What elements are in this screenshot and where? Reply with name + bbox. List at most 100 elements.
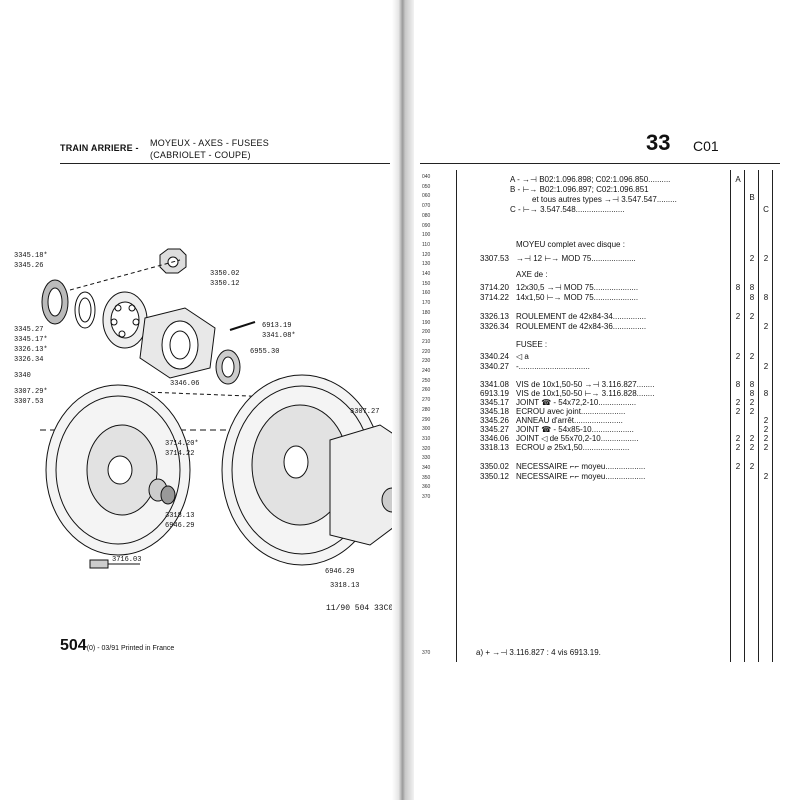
col-header-b: B [749, 193, 755, 202]
part-description: NECESSAIRE ⌐⌐ moyeu.................. [516, 472, 646, 481]
col-divider-c [758, 170, 759, 662]
header-rule-left [60, 163, 390, 164]
col-divider-a [730, 170, 731, 662]
part-description: JOINT ◁ de 55x70,2-10................. [516, 434, 639, 443]
group-heading: AXE de : [516, 270, 548, 279]
quantity-cell: 2 [763, 416, 769, 425]
quantity-cell: 8 [749, 293, 755, 302]
label-3345-26: 3345.26 [14, 262, 44, 270]
part-code: 3345.26 [480, 416, 509, 425]
quantity-cell: 2 [749, 434, 755, 443]
exploded-diagram [40, 248, 398, 569]
quantity-cell: 8 [749, 380, 755, 389]
row-number: 060 [422, 193, 431, 200]
label-3714-20: 3714.20* [165, 440, 199, 448]
quantity-cell: 2 [735, 434, 741, 443]
label-6955-30: 6955.30 [250, 348, 280, 356]
quantity-cell: 2 [763, 425, 769, 434]
label-3326-13: 3326.13* [14, 346, 48, 354]
row-number: 350 [422, 474, 431, 481]
label-3307-53: 3307.53 [14, 398, 44, 406]
quantity-cell: 8 [749, 389, 755, 398]
quantity-cell: 2 [749, 312, 755, 321]
quantity-cell: 8 [763, 293, 769, 302]
row-number: 050 [422, 183, 431, 190]
quantity-cell: 2 [763, 322, 769, 331]
row-number: 300 [422, 426, 431, 433]
legend-c: C - ⊢→ 3.547.548...................... [510, 205, 625, 214]
label-3345-17: 3345.17* [14, 336, 48, 344]
page-footer: 504(0) - 03/91 Printed in France [60, 637, 174, 655]
row-number: 110 [422, 241, 430, 248]
label-3350-12: 3350.12 [210, 280, 240, 288]
row-number: 140 [422, 271, 431, 277]
col-header-a: A [735, 175, 741, 184]
footer-number: 504 [60, 637, 87, 654]
part-description: NECESSAIRE ⌐⌐ moyeu.................. [516, 462, 646, 471]
quantity-cell: 2 [735, 312, 741, 321]
subtitle-line1: MOYEUX - AXES - FUSEES [150, 138, 269, 148]
part-description: ROULEMENT de 42x84-36............... [516, 322, 647, 331]
row-number: 280 [422, 406, 431, 413]
group-heading: FUSEE : [516, 340, 548, 349]
quantity-cell: 2 [763, 443, 769, 452]
row-number: 240 [422, 368, 431, 374]
label-3318-13-b: 3318.13 [330, 582, 360, 590]
quantity-cell: 2 [749, 462, 755, 471]
quantity-cell: 2 [763, 254, 769, 263]
col-divider-b [744, 170, 745, 662]
label-3346-06: 3346.06 [170, 380, 200, 388]
label-3340: 3340 [14, 372, 31, 380]
row-number: 100 [422, 232, 431, 239]
page-number: 33 [646, 130, 671, 155]
legend-b-cont: et tous autres types →⊣ 3.547.547.......… [532, 195, 677, 204]
row-number: 230 [422, 358, 431, 365]
part-code: 3350.02 [480, 462, 509, 471]
quantity-cell: 8 [735, 380, 741, 389]
part-description: VIS de 10x1,50-50 ⊢→ 3.116.828........ [516, 389, 655, 398]
legend-a: A - →⊣ B02:1.096.898; C02:1.096.850.....… [510, 175, 671, 184]
quantity-cell: 2 [735, 462, 741, 471]
row-number: 290 [422, 416, 431, 423]
part-description: ◁ a [516, 352, 529, 361]
footnote-row-number: 370 [422, 650, 431, 656]
row-number: 160 [422, 290, 431, 297]
part-code: 3318.13 [480, 443, 509, 452]
left-page: TRAIN ARRIERE - MOYEUX - AXES - FUSEES (… [0, 0, 398, 800]
part-description: ECROU ⌀ 25x1,50..................... [516, 443, 630, 452]
label-3714-22: 3714.22 [165, 450, 195, 458]
label-3350-02: 3350.02 [210, 270, 240, 278]
book-gutter [392, 0, 414, 800]
right-brake-disc [221, 374, 398, 566]
part-description: ROULEMENT de 42x84-34............... [516, 312, 647, 321]
label-3345-18: 3345.18* [14, 252, 48, 260]
part-description: -................................ [516, 362, 590, 371]
quantity-cell: 8 [735, 283, 741, 292]
part-description: ECROU avec joint.................... [516, 407, 626, 416]
row-number: 330 [422, 455, 431, 462]
row-number: 090 [422, 222, 431, 229]
footnote: a) + →⊣ 3.116.827 : 4 vis 6913.19. [476, 648, 601, 657]
part-code: 3345.27 [480, 425, 509, 434]
quantity-cell: 8 [749, 283, 755, 292]
row-number: 250 [422, 377, 431, 384]
part-code: 6913.19 [480, 389, 509, 398]
group-heading: MOYEU complet avec disque : [516, 240, 625, 249]
section-title: TRAIN ARRIERE - [60, 143, 139, 153]
label-6913-19: 6913.19 [262, 322, 292, 330]
quantity-cell: 2 [735, 398, 741, 407]
quantity-cell: 2 [763, 434, 769, 443]
part-code: 3345.18 [480, 407, 509, 416]
row-number: 080 [422, 212, 431, 219]
quantity-cell: 2 [763, 362, 769, 371]
part-description: 14x1,50 ⊢→ MOD 75.................... [516, 293, 639, 302]
nut-part [159, 248, 187, 274]
quantity-cell: 2 [749, 443, 755, 452]
left-brake-disc [45, 384, 191, 556]
row-number: 130 [422, 261, 431, 268]
quantity-cell: 2 [735, 443, 741, 452]
col-divider-num [456, 170, 457, 662]
label-3716-03: 3716.03 [112, 556, 142, 564]
label-3318-13-a: 3318.13 [165, 512, 195, 520]
row-number: 070 [422, 203, 431, 210]
